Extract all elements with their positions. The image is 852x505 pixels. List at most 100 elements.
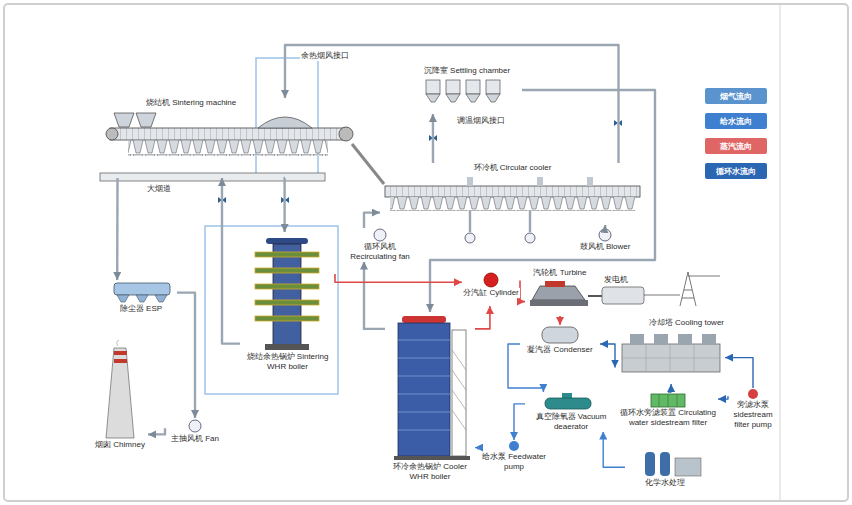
pipe-connector <box>177 293 195 418</box>
legend-text: 烟气流向 <box>720 91 752 102</box>
equipment-label: 给水泵 Feedwater pump <box>478 452 550 472</box>
pipe-connector <box>222 178 240 344</box>
equipment-node: 真空除氧器 Vacuum deaerator <box>525 392 617 432</box>
pipe-connector <box>148 428 165 434</box>
plate <box>255 252 319 257</box>
head-wheel <box>339 127 353 141</box>
legend-swatch: 循环水流向 <box>705 163 767 179</box>
equipment-label: 循环水旁滤装置 Circulating water sidestream fil… <box>618 408 718 428</box>
pump-icon <box>748 389 758 399</box>
condenser-shell <box>542 327 578 343</box>
equipment-label: 主抽风机 Fan <box>170 434 220 444</box>
divider <box>780 5 781 500</box>
pipe-connector <box>604 225 607 228</box>
blower-icon <box>599 229 611 241</box>
pipe-connector <box>364 262 385 329</box>
equipment-node: 汽轮机 Turbine <box>525 268 595 316</box>
duct-label: 调温烟风接口 <box>456 116 506 126</box>
fan-icon <box>374 229 386 241</box>
boiler-drum <box>266 238 308 244</box>
esp-hoppers <box>117 295 167 302</box>
turbine-casing <box>532 286 585 300</box>
shaft <box>588 295 602 297</box>
legend-swatch: 蒸汽流向 <box>705 138 767 154</box>
steam-header <box>484 273 498 287</box>
cone <box>426 94 440 102</box>
power-tower <box>644 272 720 306</box>
pipe-connector <box>285 45 619 163</box>
pipe-connector <box>514 404 525 440</box>
tower-stack <box>678 334 692 344</box>
cooler-hoppers <box>390 197 635 211</box>
boiler-base <box>394 456 470 460</box>
equipment-node: 除尘器 ESP <box>105 280 177 322</box>
equipment-node: 冷却塔 Cooling tower <box>615 318 725 384</box>
turbine-valve <box>545 281 565 287</box>
chute <box>352 144 384 184</box>
chimney-band <box>114 351 127 355</box>
sinter-hood <box>258 117 312 128</box>
equipment-node: 分汽缸 Cylinder <box>462 272 520 306</box>
tail-wheel <box>106 128 118 140</box>
cylinder <box>426 80 440 94</box>
equipment-label: 环冷机 Circular cooler <box>473 163 553 173</box>
equipment-label: 烧结余热锅炉 Sintering WHR boiler <box>240 352 335 372</box>
chimney-band <box>114 359 127 363</box>
fan-icon <box>189 420 201 432</box>
plate <box>255 300 319 305</box>
equipment-label: 沉降室 Settling chamber <box>423 66 511 76</box>
tower-stack <box>654 334 668 344</box>
filter-unit <box>651 394 685 407</box>
legend-text: 给水流向 <box>720 116 752 127</box>
frame <box>4 4 848 501</box>
equipment-node: 给水泵 Feedwater pump <box>478 440 550 472</box>
equipment-node: 旁滤水泵 sidestream filter pump <box>728 388 778 429</box>
pipe-connector <box>475 448 478 450</box>
legend: 烟气流向给水流向蒸汽流向循环水流向 <box>705 88 767 188</box>
pipe-connector <box>475 306 490 329</box>
pipe-connector <box>668 384 671 392</box>
cone <box>486 94 500 102</box>
pipe-connector <box>725 358 753 388</box>
boiler-tubes <box>398 340 450 430</box>
pipe-connector <box>559 316 561 325</box>
filter-grid <box>659 394 677 407</box>
equipment-node: 循环风机 Recirculating fan <box>340 228 420 262</box>
boiler-drum <box>402 316 446 323</box>
pipe-connector <box>600 344 615 368</box>
equipment-node: 循环水旁滤装置 Circulating water sidestream fil… <box>618 392 718 428</box>
cooler-trough <box>385 186 640 197</box>
pipe-connector <box>520 281 525 302</box>
cylinder <box>486 80 500 94</box>
legend-text: 循环水流向 <box>716 166 756 177</box>
main-flue-duct <box>100 173 325 181</box>
cooler-stub <box>587 177 593 186</box>
deaerator-tank <box>545 398 591 409</box>
boiler-plates <box>255 252 319 321</box>
tower-body <box>622 344 720 372</box>
cone <box>466 94 480 102</box>
equipment-label: 冷却塔 Cooling tower <box>648 318 725 328</box>
settling-cylinders <box>426 80 500 102</box>
cone <box>446 94 460 102</box>
pipe-connector <box>432 114 435 163</box>
boiler-body <box>273 244 301 346</box>
sinter-strand <box>110 128 348 140</box>
pump-icon <box>509 441 519 451</box>
cooler-stub <box>537 177 543 186</box>
equipment-node: 鼓风机 Blower <box>572 228 638 260</box>
windboxes <box>128 140 328 156</box>
treatment-tank <box>660 452 670 476</box>
equipment-node: 烧结余热锅炉 Sintering WHR boiler <box>240 232 335 372</box>
pipe-connector <box>364 213 380 228</box>
legend-text: 蒸汽流向 <box>720 141 752 152</box>
pipe-connector <box>283 178 286 232</box>
equipment-label: 鼓风机 Blower <box>579 242 632 252</box>
tower-stack <box>630 334 644 344</box>
equipment-node: 环冷余热锅炉 Cooler WHR boiler <box>385 312 475 482</box>
zone-outline <box>256 58 318 176</box>
